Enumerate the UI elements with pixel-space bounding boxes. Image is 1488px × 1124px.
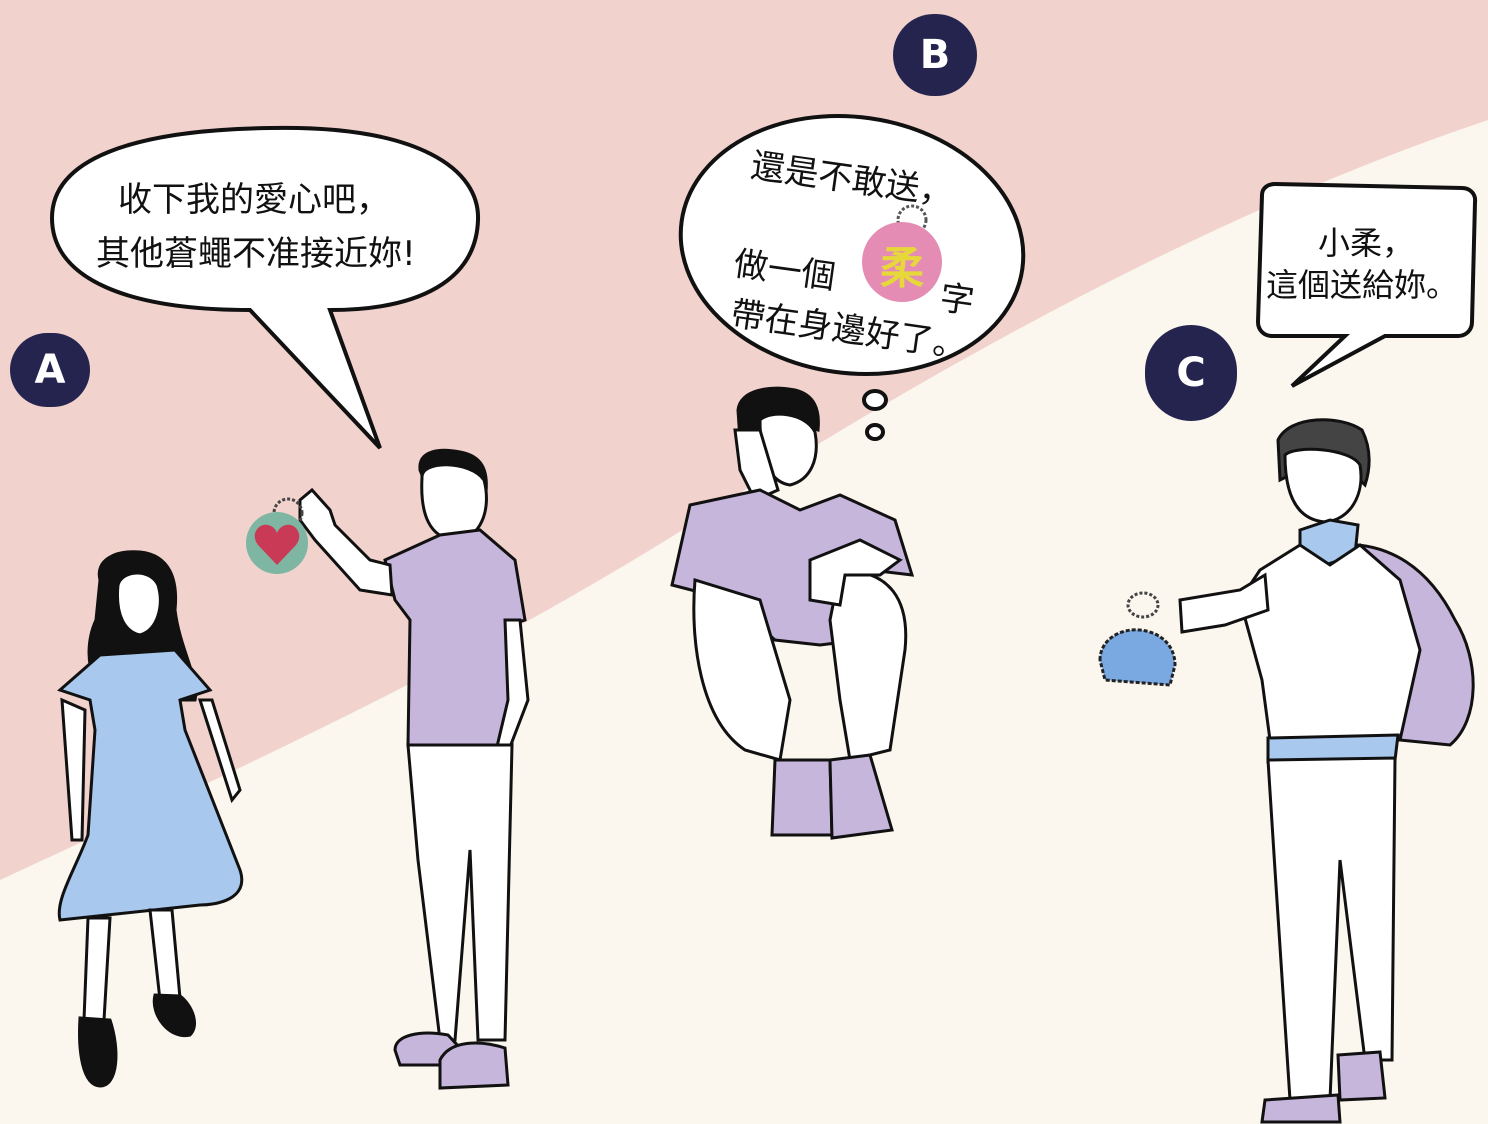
- heart-keychain-icon: [246, 497, 308, 574]
- thought-b-keychain-char: 柔: [880, 243, 924, 294]
- thought-bubble-b: [678, 114, 1026, 441]
- speech-bubble-c: [1255, 181, 1478, 388]
- sitting-boy-character: [670, 386, 915, 840]
- speech-a-line-2: 其他蒼蠅不准接近妳!: [96, 234, 416, 274]
- boy-character-a: [298, 448, 530, 1090]
- badge-a: A: [10, 333, 90, 407]
- whale-keychain-icon: [1098, 591, 1177, 687]
- speech-bubble-a: [49, 125, 481, 450]
- backpack-boy-character: [1178, 418, 1475, 1124]
- girl-character: [57, 550, 244, 1088]
- speech-c-line-1: 小柔，: [1318, 224, 1415, 262]
- badge-c: C: [1145, 325, 1237, 421]
- badge-b: B: [893, 14, 977, 96]
- speech-c-line-2: 這個送給妳。: [1266, 266, 1459, 304]
- rou-keychain-icon: [862, 204, 942, 302]
- speech-a-line-1: 收下我的愛心吧，: [118, 180, 390, 220]
